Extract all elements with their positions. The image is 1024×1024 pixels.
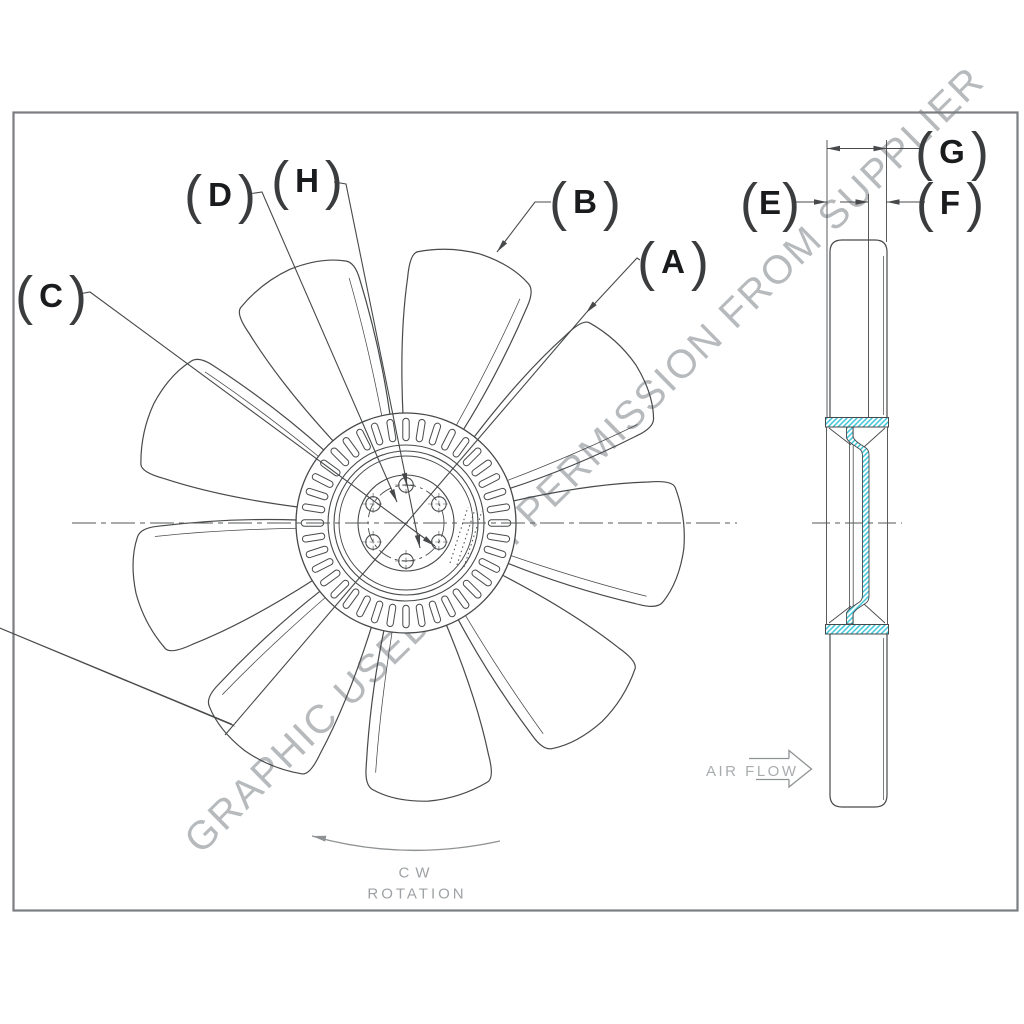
bolt-hole bbox=[427, 493, 450, 515]
hub-cross-section bbox=[825, 417, 889, 635]
hub-slot bbox=[486, 532, 511, 543]
hub-slot bbox=[311, 473, 334, 488]
hub-slot bbox=[342, 437, 360, 458]
hub-slot bbox=[402, 417, 410, 442]
side-blade-upper bbox=[829, 239, 888, 417]
bolt-hole bbox=[395, 550, 417, 572]
hub-slot bbox=[452, 588, 470, 609]
cw-rotation-label-line1: CW bbox=[398, 864, 436, 882]
drawing-border bbox=[12, 111, 1019, 912]
hub-slot bbox=[311, 558, 334, 573]
hub-slot bbox=[471, 569, 492, 587]
hub-slot bbox=[305, 545, 329, 559]
fan-side-view bbox=[749, 140, 925, 808]
hub-slot bbox=[483, 487, 507, 501]
leader-c bbox=[78, 291, 436, 547]
fan-blade bbox=[365, 623, 492, 802]
bolt-hole bbox=[362, 493, 385, 515]
hub-slot-ring bbox=[300, 417, 512, 629]
hub-slot bbox=[356, 595, 371, 618]
fan-blade bbox=[132, 518, 315, 652]
hub-slot bbox=[441, 428, 456, 451]
hub-slot bbox=[305, 487, 329, 501]
hub-flange-top bbox=[825, 417, 889, 428]
dimension-g bbox=[827, 145, 920, 152]
hub-slot bbox=[428, 600, 442, 624]
hub-slot bbox=[478, 473, 501, 488]
hub-slot bbox=[483, 545, 507, 559]
hub-slot bbox=[320, 459, 341, 477]
bolt-hole bbox=[362, 531, 385, 553]
hub-slot bbox=[462, 579, 482, 599]
hub-slot bbox=[471, 459, 492, 477]
rotation-arrow bbox=[311, 835, 501, 852]
hub-slot bbox=[402, 604, 410, 629]
side-blade-lower bbox=[829, 634, 888, 808]
air-flow-label: AIR FLOW bbox=[706, 763, 799, 780]
hub-slot bbox=[478, 558, 501, 573]
fan-blade bbox=[472, 321, 655, 490]
hub-slot bbox=[386, 603, 397, 628]
hub-slot bbox=[462, 447, 482, 467]
fan-front-view bbox=[0, 248, 737, 852]
hub-slot bbox=[330, 579, 350, 599]
hub-slot bbox=[452, 437, 470, 458]
air-flow-arrow bbox=[749, 749, 813, 789]
hub-slot bbox=[486, 503, 511, 514]
dimension-e-f bbox=[793, 199, 925, 205]
fan-blades bbox=[132, 248, 685, 802]
hub-slot bbox=[370, 422, 384, 446]
leader-b bbox=[496, 201, 551, 253]
hub-slot bbox=[428, 422, 442, 446]
hub-slot bbox=[330, 447, 350, 467]
fan-blade bbox=[457, 574, 636, 750]
hub-slot bbox=[386, 418, 397, 443]
leader-d bbox=[247, 191, 398, 503]
keyway-detail bbox=[449, 506, 483, 568]
leader-h bbox=[333, 181, 421, 549]
hub-slot bbox=[301, 503, 326, 514]
hub-slot bbox=[441, 595, 456, 618]
cw-rotation-label-line2: ROTATION bbox=[367, 885, 467, 903]
leader-a bbox=[585, 257, 641, 314]
fan-blade bbox=[140, 358, 326, 508]
fan-blade bbox=[207, 589, 373, 775]
hub-slot bbox=[415, 603, 426, 628]
hub-slot bbox=[342, 588, 360, 609]
callout-leaders bbox=[78, 181, 641, 549]
hub-slot bbox=[356, 428, 371, 451]
fan-blade bbox=[238, 259, 391, 443]
hub-flange-bottom bbox=[825, 624, 889, 635]
fan-blade bbox=[401, 248, 532, 432]
hub-slot bbox=[415, 418, 426, 443]
fan-blade bbox=[506, 480, 685, 608]
bolt-hole bbox=[427, 531, 450, 553]
extension-lines bbox=[826, 140, 887, 417]
hub-slot bbox=[301, 532, 326, 543]
hub-web-section bbox=[846, 426, 870, 625]
hub-slot bbox=[370, 600, 384, 624]
hub-slot bbox=[320, 569, 341, 587]
